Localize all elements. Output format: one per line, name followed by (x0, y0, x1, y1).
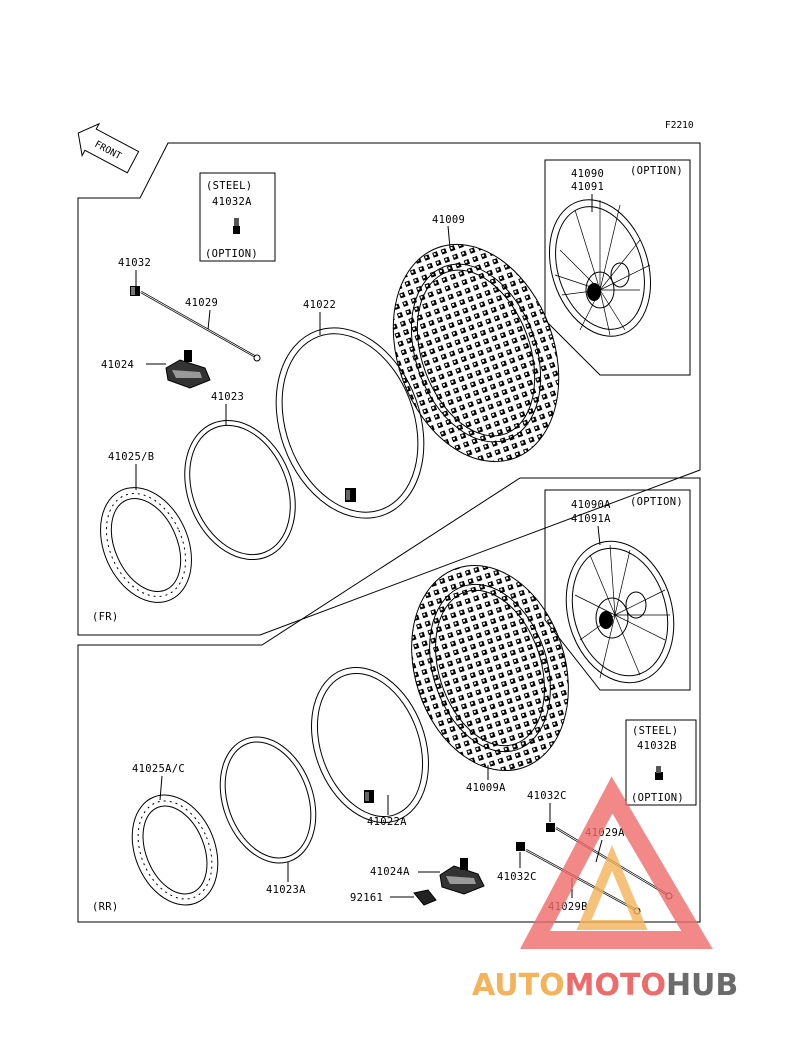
label-41090a: 41090A (571, 499, 611, 511)
figure-code: F2210 (665, 120, 694, 131)
section-label-front: (FR) (92, 611, 119, 623)
label-41091: 41091 (571, 181, 604, 193)
rear-section-frame (77, 477, 701, 923)
front-wheel-option-box (544, 159, 691, 376)
rear-steel-part: 41032B (637, 740, 677, 752)
front-rim (100, 487, 192, 603)
label-41023: 41023 (211, 391, 244, 403)
section-label-rear: (RR) (92, 901, 119, 913)
label-41024a: 41024A (370, 866, 410, 878)
front-tire (392, 243, 560, 463)
rear-steel-option-box (625, 719, 697, 806)
rear-inner-tube (311, 667, 429, 823)
label-41023a: 41023A (266, 884, 306, 896)
label-41025b: 41025/B (108, 451, 154, 463)
spoke-nipple-icon (130, 286, 140, 296)
label-41022: 41022 (303, 299, 336, 311)
rear-wheel-option-label: (OPTION) (630, 496, 683, 508)
front-steel-line3: (OPTION) (205, 248, 258, 260)
rear-wheel-assembly (565, 540, 675, 684)
label-41024: 41024 (101, 359, 134, 371)
front-rim-band (184, 419, 296, 561)
front-steel-part: 41032A (212, 196, 252, 208)
front-arrow-icon: FRONT (77, 122, 140, 174)
front-wheel-option-label: (OPTION) (630, 165, 683, 177)
label-41009a: 41009A (466, 782, 506, 794)
front-wheel-assembly (548, 199, 652, 337)
front-steel-option-box (199, 172, 276, 262)
nipple-icon (233, 218, 240, 234)
rear-steel-nipple-icon (655, 766, 663, 780)
front-steel-line1: (STEEL) (206, 180, 252, 192)
front-arrow-label: FRONT (93, 139, 124, 162)
rear-tire (411, 564, 569, 772)
label-41009: 41009 (432, 214, 465, 226)
spoke (140, 291, 261, 362)
label-41022a: 41022A (367, 816, 407, 828)
rear-steel-line3: (OPTION) (631, 792, 684, 804)
rear-nipple-bottom-icon (516, 842, 525, 851)
rear-rim (131, 794, 219, 906)
label-41091a: 41091A (571, 513, 611, 525)
rear-rim-band (219, 736, 317, 864)
label-41032c-bottom: 41032C (497, 871, 537, 883)
label-41029: 41029 (185, 297, 218, 309)
rim-lock (165, 350, 211, 389)
label-41090: 41090 (571, 168, 604, 180)
rear-wheel-option-box (544, 489, 691, 691)
label-92161: 92161 (350, 892, 383, 904)
rear-nipple-top-icon (546, 823, 555, 832)
watermark-logo (520, 776, 713, 949)
rear-steel-line1: (STEEL) (632, 725, 678, 737)
front-inner-tube (275, 327, 425, 519)
watermark-text: AUTOMOTOHUB (472, 968, 738, 1003)
label-41025ac: 41025A/C (132, 763, 185, 775)
front-section-frame (77, 142, 701, 636)
label-41032: 41032 (118, 257, 151, 269)
rubber-pad-icon (413, 889, 437, 906)
label-41032c-top: 41032C (527, 790, 567, 802)
rear-rim-lock (439, 858, 485, 895)
